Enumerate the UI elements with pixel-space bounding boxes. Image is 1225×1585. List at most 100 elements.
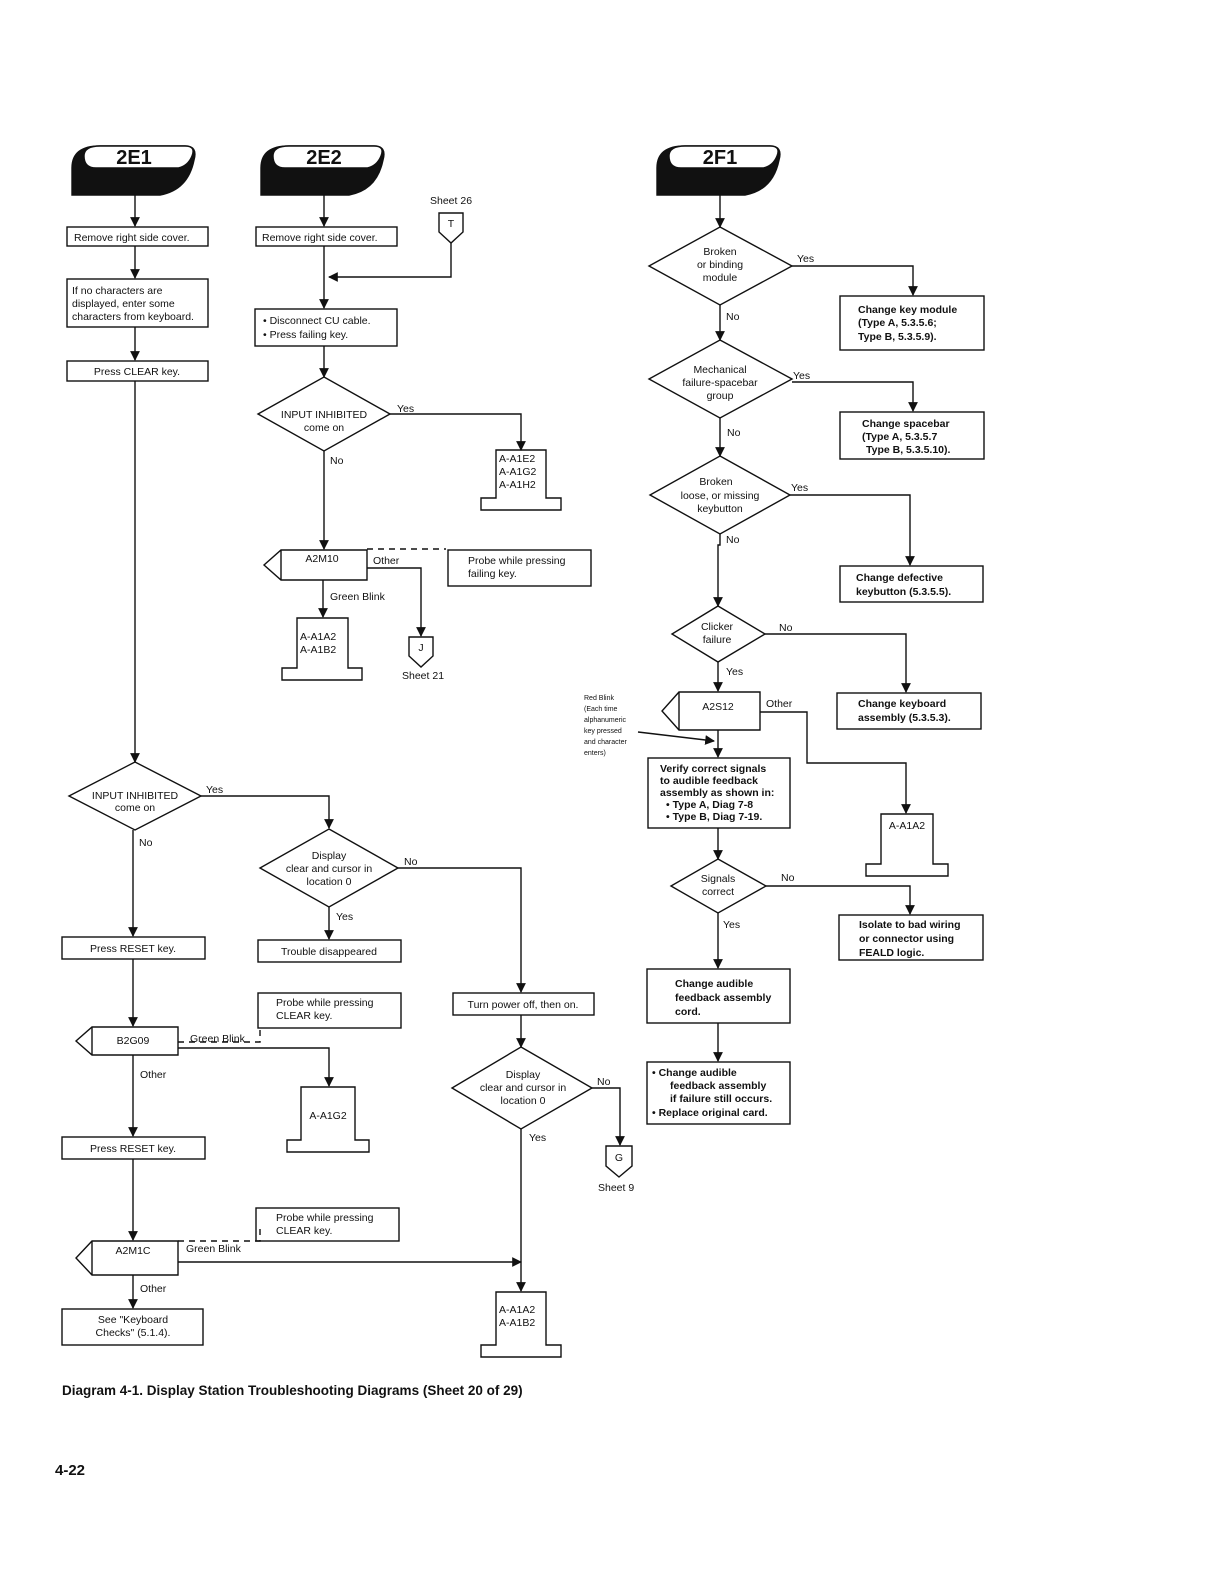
change-assembly-line2: feedback assembly <box>670 1080 766 1092</box>
svg-text:and character: and character <box>584 739 627 746</box>
dec7-line2: loose, or missing <box>681 490 760 502</box>
press-reset-2-label: Press RESET key. <box>90 1143 176 1155</box>
change-space-line1: Change spacebar <box>862 418 950 430</box>
ab-box-1-line1: A-A1A2 <box>300 631 336 643</box>
header-2f1: 2F1 <box>656 145 781 196</box>
change-key-line1: Change key module <box>858 304 957 316</box>
dec9-yes: Yes <box>723 919 740 931</box>
other-2: Other <box>140 1283 167 1295</box>
green-blink-2: Green Blink <box>186 1243 242 1255</box>
header-2e1: 2E1 <box>71 145 196 196</box>
a1g2-label: A-A1G2 <box>309 1110 347 1122</box>
dec9-line1: Signals <box>701 873 735 885</box>
ab-box-1-line2: A-A1B2 <box>300 644 336 656</box>
dec3-line2: clear and cursor in <box>286 863 373 875</box>
dec9-no: No <box>781 872 795 884</box>
no-chars-line3: characters from keyboard. <box>72 311 194 323</box>
svg-text:2E2: 2E2 <box>306 147 342 169</box>
dec4-yes: Yes <box>529 1132 546 1144</box>
sheet-9-label: Sheet 9 <box>598 1182 634 1194</box>
dec9-line2: correct <box>702 886 734 898</box>
probe-failing-line2: failing key. <box>468 568 517 580</box>
indicator-b2g09 <box>74 1026 179 1056</box>
dec2-line1: INPUT INHIBITED <box>281 409 368 421</box>
dec1-line1: INPUT INHIBITED <box>92 790 179 802</box>
box-remove-cover-1 <box>66 226 209 247</box>
dec6-no: No <box>727 427 741 439</box>
dec2-yes: Yes <box>397 403 414 415</box>
dec8-line1: Clicker <box>701 621 734 633</box>
connector-g-label: G <box>615 1152 623 1164</box>
change-space-line3: Type B, 5.3.5.10). <box>866 444 951 456</box>
see-keyboard-line2: Checks" (5.1.4). <box>96 1327 171 1339</box>
box-probe-clear-2 <box>255 1207 400 1242</box>
box-remove-cover-2 <box>255 226 398 247</box>
dec1-line2: come on <box>115 802 155 814</box>
a-box-1: A-A1E2 <box>499 453 535 465</box>
a-box-3: A-A1H2 <box>499 479 536 491</box>
ab-box-2-line2: A-A1B2 <box>499 1317 535 1329</box>
a-box-2: A-A1G2 <box>499 466 537 478</box>
change-cord-line3: cord. <box>675 1006 701 1018</box>
verify-line2: to audible feedback <box>660 775 758 787</box>
verify-line5: • Type B, Diag 7-19. <box>666 811 762 823</box>
change-cord-line2: feedback assembly <box>675 992 771 1004</box>
a2m10-other: Other <box>373 555 400 567</box>
red-blink-note: Red Blink (Each time alphanumeric key pr… <box>584 695 627 757</box>
dec3-yes: Yes <box>336 911 353 923</box>
svg-text:2F1: 2F1 <box>703 147 737 169</box>
ab-box-2-line1: A-A1A2 <box>499 1304 535 1316</box>
part-box-a1e2 <box>480 449 562 511</box>
dec5-line2: or binding <box>697 259 743 271</box>
dec5-yes: Yes <box>797 253 814 265</box>
disconnect-line1: • Disconnect CU cable. <box>263 315 371 327</box>
indicator-a2m1 <box>75 1240 179 1276</box>
probe-clear-1-line2: CLEAR key. <box>276 1010 332 1022</box>
connector-t-label: T <box>448 218 455 230</box>
isolate-line3: FEALD logic. <box>859 947 924 959</box>
change-keyboard-line2: assembly (5.3.5.3). <box>858 712 951 724</box>
probe-clear-2-line2: CLEAR key. <box>276 1225 332 1237</box>
dec4-line1: Display <box>506 1069 541 1081</box>
box-disconnect <box>254 308 398 347</box>
dec7-line1: Broken <box>699 476 732 488</box>
remove-cover-1-label: Remove right side cover. <box>74 232 190 244</box>
a2m1-label: A2M1C <box>115 1245 150 1257</box>
no-chars-line2: displayed, enter some <box>72 298 175 310</box>
box-change-assembly <box>646 1061 791 1125</box>
change-keyboard-line1: Change keyboard <box>858 698 946 710</box>
box-no-characters <box>66 278 209 328</box>
part-box-a1a2-2 <box>480 1291 562 1358</box>
box-isolate <box>838 914 984 961</box>
trouble-label: Trouble disappeared <box>281 946 377 958</box>
decision-inhibited-1 <box>67 761 203 831</box>
green-blink-1: Green Blink <box>190 1033 246 1045</box>
dec6-line3: group <box>707 390 734 402</box>
change-keybutton-line1: Change defective <box>856 572 943 584</box>
dec4-line2: clear and cursor in <box>480 1082 567 1094</box>
connector-j <box>408 636 434 668</box>
dec4-no: No <box>597 1076 611 1088</box>
connector-t <box>438 212 464 244</box>
dec1-no: No <box>139 837 153 849</box>
dec8-line2: failure <box>703 634 732 646</box>
press-clear-label: Press CLEAR key. <box>94 366 180 378</box>
change-key-line2: (Type A, 5.3.5.6; <box>858 317 937 329</box>
indicator-a2s12 <box>661 691 761 731</box>
a2s12-other: Other <box>766 698 793 710</box>
dec3-no: No <box>404 856 418 868</box>
verify-line4: • Type A, Diag 7-8 <box>666 799 753 811</box>
diagram-caption: Diagram 4-1. Display Station Troubleshoo… <box>62 1383 523 1398</box>
box-probe-failing <box>447 549 592 587</box>
box-see-keyboard <box>61 1308 204 1346</box>
box-verify-signals <box>647 757 791 829</box>
dec7-no: No <box>726 534 740 546</box>
dec6-line1: Mechanical <box>693 364 746 376</box>
a2s12-label: A2S12 <box>702 701 734 713</box>
box-probe-clear-1 <box>257 992 402 1029</box>
disconnect-line2: • Press failing key. <box>263 329 348 341</box>
change-assembly-line4: • Replace original card. <box>652 1107 768 1119</box>
part-box-a1g2 <box>286 1086 370 1153</box>
part-box-a1a2-3 <box>865 813 949 877</box>
